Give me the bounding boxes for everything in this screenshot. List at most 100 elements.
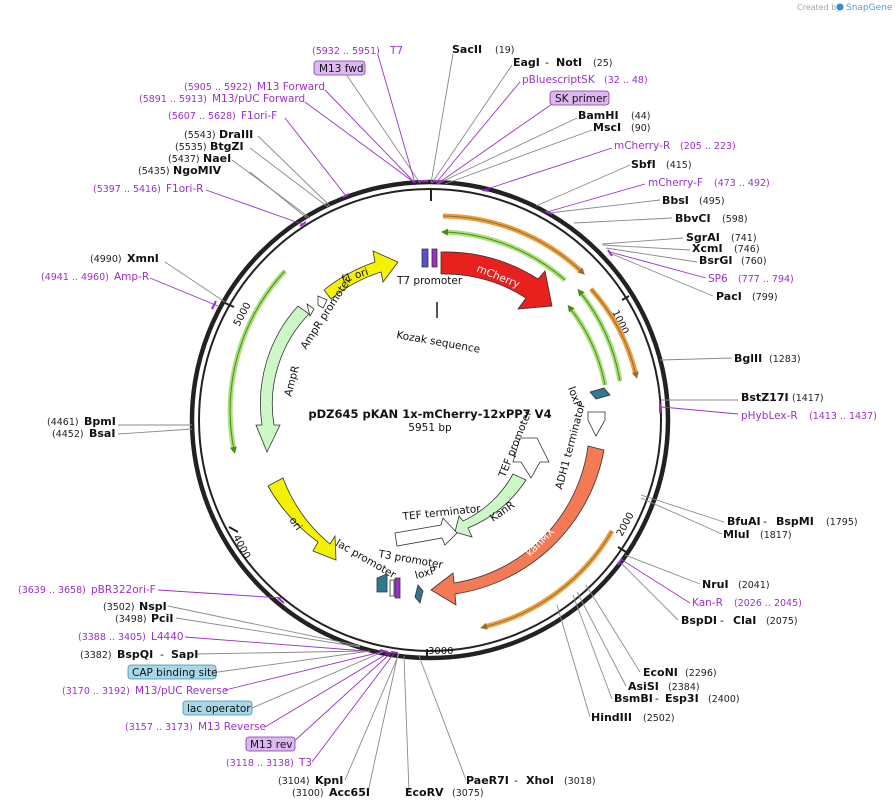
clai-pos: (2075)	[766, 616, 798, 627]
tef-promoter-arrow	[512, 437, 550, 479]
xmni-label: XmnI	[127, 252, 159, 265]
l4440-label: L4440	[151, 631, 184, 643]
m13pucrev-range: (3170 .. 3192)	[62, 686, 130, 697]
noti-pos: (25)	[593, 58, 613, 69]
clai-label: ClaI	[733, 614, 756, 627]
l4440-range: (3388 .. 3405)	[78, 632, 146, 643]
phyblexr-range: (1413 .. 1437)	[809, 411, 877, 422]
draiii-pos: (5543)	[184, 130, 216, 141]
naei-label: NaeI	[203, 152, 231, 165]
bglii-label: BglII	[734, 352, 762, 365]
ampr-arrow	[255, 305, 310, 453]
tef-terminator-arrow	[394, 517, 458, 547]
f1orir-label: F1ori-R	[166, 183, 203, 195]
bspdi-label: BspDI	[681, 614, 717, 627]
sacii-pos: (19)	[495, 45, 515, 56]
kozak-label: Kozak sequence	[395, 329, 481, 356]
lac-promoter-mark	[376, 573, 388, 593]
t3-promoter-mark	[389, 579, 395, 597]
xhoi-pos: (3018)	[564, 776, 596, 787]
sacii-label: SacII	[452, 43, 482, 56]
bsai-label: BsaI	[89, 427, 115, 440]
tick-1000	[621, 295, 630, 301]
kanmx-arrow	[430, 445, 605, 606]
msci-label: MscI	[593, 121, 621, 134]
asisi-pos: (2384)	[668, 682, 700, 693]
t7-primer-label: T7	[389, 45, 403, 57]
hindiii-pos: (2502)	[643, 713, 675, 724]
t7-site-mark	[431, 248, 438, 268]
pbr322-range: (3639 .. 3658)	[18, 585, 86, 596]
sp6-range: (777 .. 794)	[738, 274, 794, 285]
m13rev-box	[245, 736, 296, 752]
naei-pos: (5437)	[168, 154, 200, 165]
t7-range: (5932 .. 5951)	[312, 46, 380, 57]
skprimer-box-label: SK primer	[555, 93, 607, 105]
bfuai-label: BfuAI	[727, 515, 761, 528]
cap-box	[127, 664, 217, 680]
btgzi-label: BtgZI	[210, 140, 244, 153]
ecorv-pos: (3075)	[452, 788, 484, 799]
hindiii-label: HindIII	[591, 711, 632, 724]
t3-primer-label: T3	[298, 757, 312, 769]
mcherryr-range: (205 .. 223)	[680, 141, 736, 152]
paci-pos: (799)	[752, 292, 778, 303]
m13fwd-box	[313, 60, 366, 76]
nrui-pos: (2041)	[738, 580, 770, 591]
bbvci-pos: (598)	[722, 214, 748, 225]
primer-marks	[211, 180, 661, 654]
bsmbi-label: BsmBI	[614, 692, 653, 705]
skprimer-box	[549, 90, 610, 106]
sgrai-pos: (741)	[731, 233, 757, 244]
mlui-label: MluI	[723, 528, 750, 541]
bsrgi-pos: (760)	[741, 256, 767, 267]
acc65i-pos: (3100)	[292, 788, 324, 799]
bsrgi-label: BsrGI	[699, 254, 732, 267]
separator-dash: -	[545, 56, 549, 69]
asisi-label: AsiSI	[628, 680, 659, 693]
bsai-pos: (4452)	[52, 429, 84, 440]
t7-promoter-label: T7 promoter	[396, 275, 463, 287]
inner-arrow-arcs	[227, 213, 639, 630]
acc65i-label: Acc65I	[329, 786, 370, 799]
bstz17i-label: BstZ17I	[741, 391, 789, 404]
xmni-pos: (4990)	[90, 254, 122, 265]
bbvci-label: BbvCI	[675, 212, 711, 225]
ampr-label: AmpR	[282, 364, 302, 397]
loxp-bottom-label: loxP	[414, 565, 438, 582]
btgzi-pos: (5535)	[175, 142, 207, 153]
nspi-label: NspI	[139, 600, 167, 613]
bspmi-pos: (1795)	[826, 517, 858, 528]
plasmid-name: pDZ645 pKAN 1x-mCherry-12xPP7 V4	[308, 407, 551, 421]
pcii-label: PciI	[151, 612, 173, 625]
separator-dash: -	[720, 614, 724, 627]
f1ori-arrow	[323, 250, 399, 300]
tick-5000	[224, 302, 235, 308]
nspi-pos: (3502)	[103, 602, 135, 613]
credit-prefix: Created by	[797, 3, 841, 12]
lacop-box	[182, 700, 253, 716]
m13puc-label: M13/pUC Forward	[212, 93, 305, 105]
ampr-primer-label: Amp-R	[114, 271, 149, 283]
sbfi-pos: (415)	[666, 160, 692, 171]
bamhi-label: BamHI	[578, 109, 619, 122]
tick-marks	[224, 190, 630, 660]
f1orif-range: (5607 .. 5628)	[168, 111, 236, 122]
bpmi-label: BpmI	[84, 415, 116, 428]
pbluescript-label: pBluescriptSK	[522, 74, 596, 86]
kanr-range: (2026 .. 2045)	[734, 598, 802, 609]
m13rev-range: (3157 .. 3173)	[125, 722, 193, 733]
mcherryf-label: mCherry-F	[648, 177, 703, 189]
sgrai-label: SgrAI	[686, 231, 720, 244]
tick-4000	[228, 526, 239, 533]
plasmid-length: 5951 bp	[408, 422, 452, 434]
pcii-pos: (3498)	[115, 614, 147, 625]
m13fwd-range: (5905 .. 5922)	[184, 82, 252, 93]
ampr-promoter-arrow	[306, 295, 328, 318]
econi-pos: (2296)	[685, 668, 717, 679]
backbone	[189, 179, 671, 661]
esp3i-pos: (2400)	[708, 694, 740, 705]
kanr-primer-label: Kan-R	[692, 597, 723, 609]
f1orir-range: (5397 .. 5416)	[93, 184, 161, 195]
pbluescript-range: (32 .. 48)	[604, 75, 648, 86]
